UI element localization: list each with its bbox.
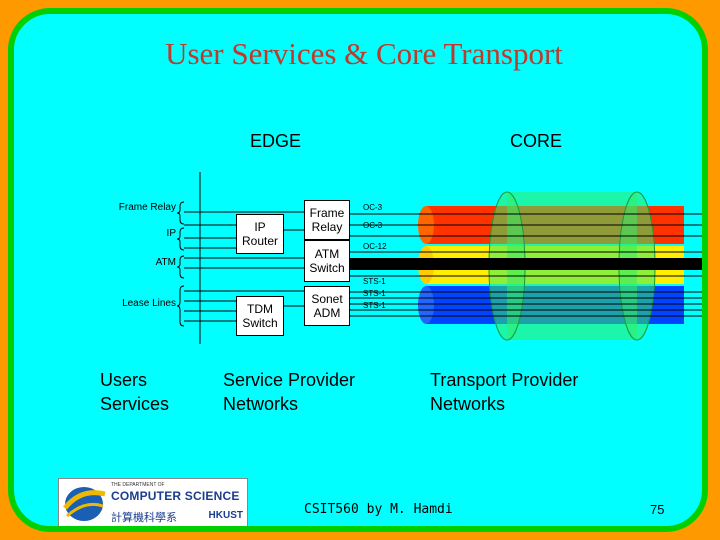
input-lease-lines: Lease Lines	[122, 298, 176, 309]
ip-router-label: IP Router	[241, 220, 279, 248]
globe-swoosh-icon	[63, 487, 106, 521]
users-services-caption: Users Services	[100, 370, 170, 414]
logo-line4: HKUST	[208, 510, 243, 521]
label-oc3-b: OC-3	[363, 221, 383, 230]
fiber-band-blue-end	[418, 286, 434, 324]
brace-frame-relay	[176, 201, 185, 225]
brace-lease-lines	[176, 285, 185, 327]
network-diagram	[176, 172, 702, 344]
slide-title: User Services & Core Transport	[165, 36, 563, 71]
ip-router-box: IP Router	[236, 214, 284, 254]
sonet-adm-label: Sonet ADM	[311, 292, 343, 320]
footer-credit: CSIT560 by M. Hamdi	[304, 502, 453, 517]
frame-relay-box: Frame Relay	[304, 200, 350, 240]
transport-provider-caption: Transport Provider Networks	[430, 370, 579, 414]
logo-line2: COMPUTER SCIENCE	[111, 489, 240, 503]
frame-relay-label: Frame Relay	[309, 206, 345, 234]
service-provider-caption: Service Provider Networks	[223, 370, 356, 414]
logo-line1: THE DEPARTMENT OF	[111, 482, 165, 488]
label-sts1-c: STS-1	[363, 301, 386, 310]
link-oc12-thick	[350, 258, 702, 270]
input-ip: IP	[166, 228, 176, 239]
label-sts1-b: STS-1	[363, 289, 386, 298]
label-oc3-a: OC-3	[363, 203, 383, 212]
page-number: 75	[650, 502, 665, 517]
tdm-switch-box: TDM Switch	[236, 296, 284, 336]
atm-switch-box: ATM Switch	[304, 240, 350, 282]
edge-header: EDGE	[250, 131, 302, 151]
label-oc12: OC-12	[363, 242, 387, 251]
input-frame-relay: Frame Relay	[118, 202, 176, 213]
label-sts1-a: STS-1	[363, 277, 386, 286]
tdm-switch-label: TDM Switch	[242, 302, 278, 330]
atm-switch-label: ATM Switch	[309, 247, 345, 275]
brace-atm	[176, 255, 185, 279]
brace-ip	[176, 227, 185, 251]
input-atm: ATM	[155, 257, 176, 268]
hkust-cs-logo: THE DEPARTMENT OF COMPUTER SCIENCE 計算機科學…	[58, 478, 248, 526]
core-header: CORE	[510, 131, 563, 151]
sonet-adm-box: Sonet ADM	[304, 286, 350, 326]
slide: User Services & Core Transport EDGE CORE	[8, 8, 708, 532]
logo-line3: 計算機科學系	[111, 512, 177, 524]
